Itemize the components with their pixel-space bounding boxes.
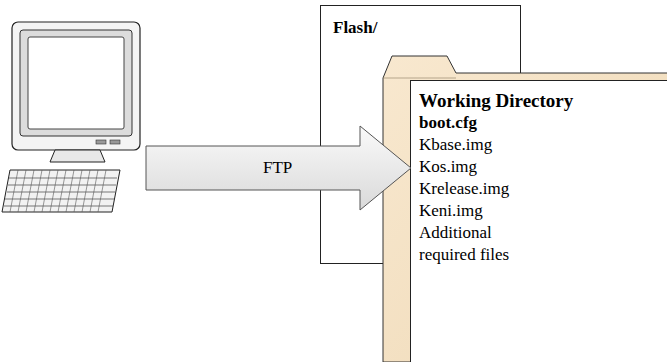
file-name: Kbase.img xyxy=(419,134,534,156)
file-name: Keni.img xyxy=(419,200,534,222)
file-name: Krelease.img xyxy=(419,178,534,200)
box-title: Flash/ xyxy=(333,18,377,38)
computer-illustration xyxy=(0,0,160,230)
file-name: boot.cfg xyxy=(419,112,534,134)
working-directory-box: Working Directoryboot.cfgKbase.imgKos.im… xyxy=(410,80,667,362)
file-name: Kos.img xyxy=(419,156,534,178)
file-name: Additional required files xyxy=(419,222,534,266)
transfer-label: FTP xyxy=(263,158,292,178)
flash-box: Flash/Working Directoryboot.cfgKbase.img… xyxy=(320,5,521,264)
box-heading: Working Directory xyxy=(419,90,667,112)
